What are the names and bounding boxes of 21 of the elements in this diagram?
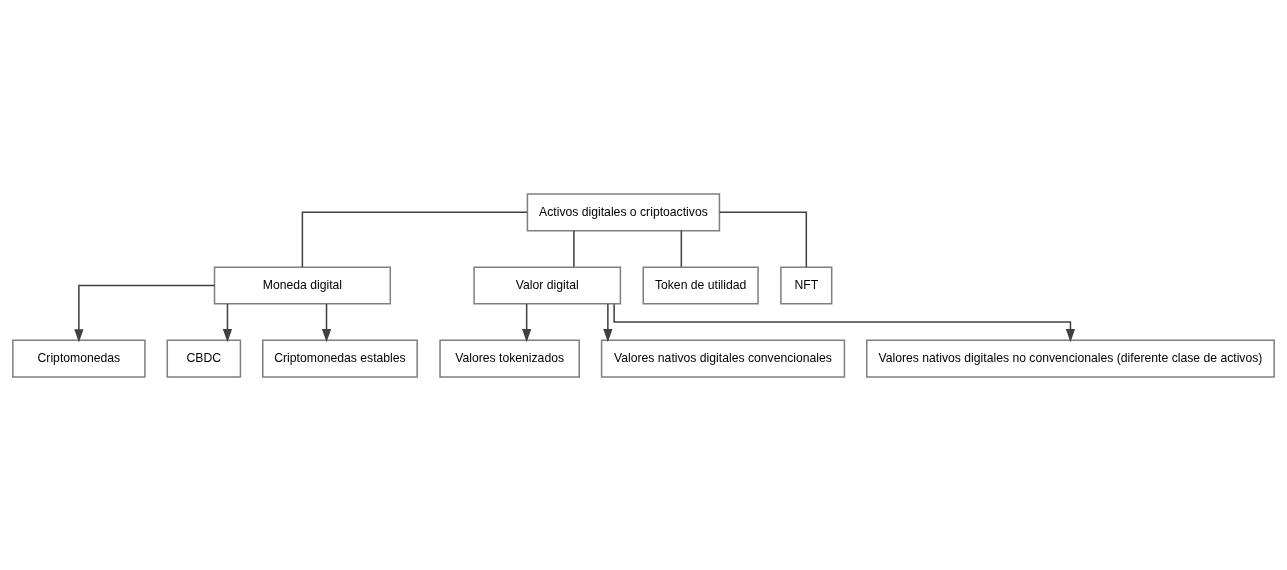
- connector: [718, 211, 808, 268]
- arrow: [321, 302, 332, 342]
- arrow: [603, 302, 613, 342]
- arrow: [613, 302, 1076, 342]
- node-box: Token de utilidad: [642, 265, 759, 305]
- node-box: Valores nativos digitales convencionales: [600, 339, 846, 378]
- node-box: Valor digital: [473, 265, 622, 305]
- arrow: [222, 302, 233, 342]
- arrow: [74, 284, 216, 342]
- node-box: Criptomonedas: [12, 339, 146, 378]
- connector: [573, 229, 575, 268]
- node-box: Criptomonedas estables: [262, 339, 418, 378]
- node-box: NFT: [780, 265, 833, 305]
- connector: [680, 229, 683, 268]
- connector: [301, 211, 528, 268]
- node-box: Valores tokenizados: [439, 339, 580, 378]
- node-box: Activos digitales o criptoactivos: [526, 192, 721, 231]
- arrow: [522, 302, 532, 342]
- node-box: CBDC: [166, 339, 242, 378]
- node-box: Moneda digital: [213, 265, 392, 305]
- node-box: Valores nativos digitales no convencionales (diferente clase de activos): [866, 339, 1275, 378]
